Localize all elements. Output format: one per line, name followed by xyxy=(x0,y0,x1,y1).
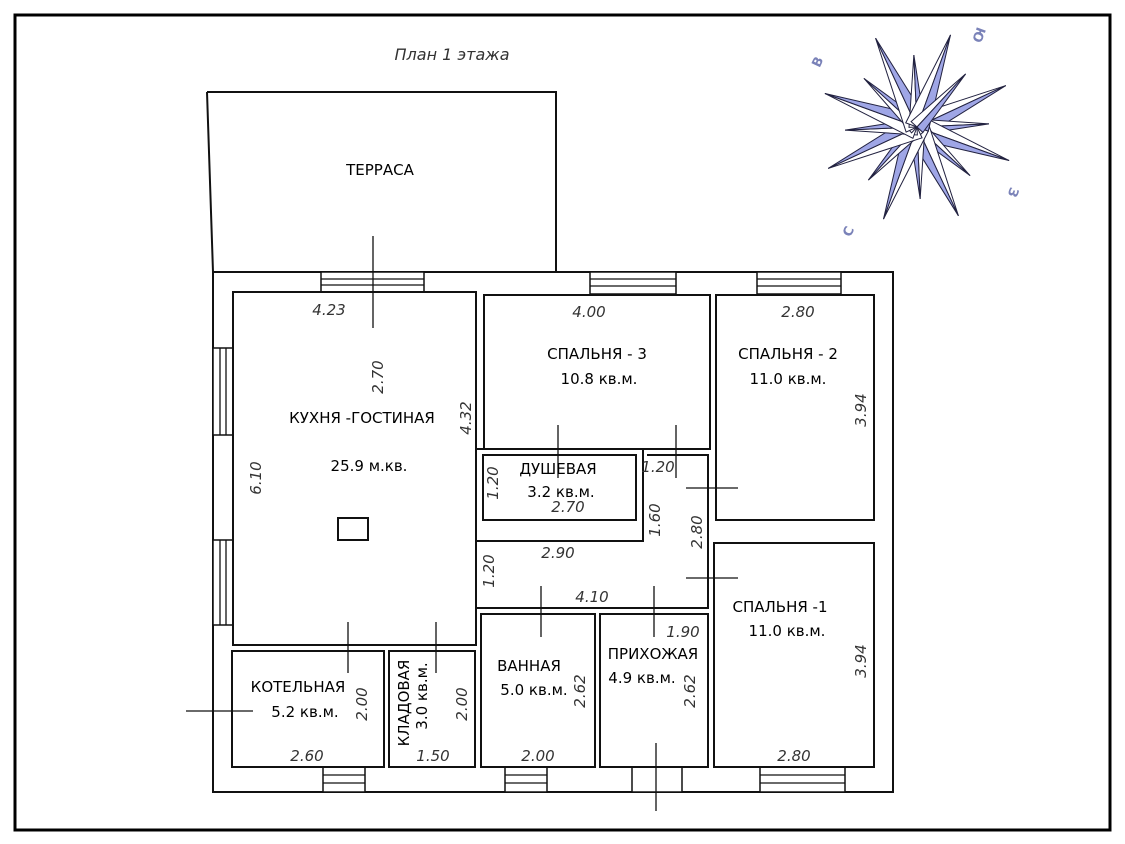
window xyxy=(589,271,677,295)
kitchen-stove xyxy=(337,517,369,541)
window xyxy=(504,766,548,793)
section-lines xyxy=(186,236,738,811)
bathroom-area: 5.0 кв.м. xyxy=(500,681,567,699)
boiler-label: КОТЕЛЬНАЯ xyxy=(251,678,346,696)
dim-label: 2.90 xyxy=(541,544,574,562)
bedroom1-area: 11.0 кв.м. xyxy=(749,622,826,640)
dim-label: 2.80 xyxy=(781,303,814,321)
compass-east-label: В xyxy=(810,55,828,70)
bedroom1-label: СПАЛЬНЯ -1 xyxy=(732,598,827,616)
boiler-outline xyxy=(231,650,385,768)
window xyxy=(756,271,842,295)
dim-label: 2.70 xyxy=(551,498,584,516)
dim-label: 4.23 xyxy=(312,301,345,319)
entrance-door xyxy=(631,766,683,793)
dim-label: 1.60 xyxy=(646,503,664,536)
dim-label: 1.20 xyxy=(480,554,498,587)
plan-title: План 1 этажа xyxy=(395,45,510,64)
bedroom1-outline xyxy=(713,542,875,768)
dim-label: 2.80 xyxy=(777,747,810,765)
compass-rose-icon xyxy=(824,34,1010,220)
hallway-area: 4.9 кв.м. xyxy=(608,669,675,687)
kitchen-outline xyxy=(232,291,477,646)
corridor-outline xyxy=(476,454,709,609)
bedroom2-outline xyxy=(715,294,875,521)
compass-north-label: С xyxy=(840,224,858,239)
bedroom2-area: 11.0 кв.м. xyxy=(750,370,827,388)
dim-label: 2.62 xyxy=(571,674,589,707)
compass-ray xyxy=(916,73,967,134)
dim-label: 3.94 xyxy=(852,393,870,426)
dim-label: 2.80 xyxy=(688,515,706,548)
window xyxy=(322,766,366,793)
dimension-labels: 4.23 2.70 4.32 6.10 4.00 2.80 3.94 1.20 … xyxy=(247,301,870,765)
dim-label: 1.50 xyxy=(416,747,449,765)
dim-label: 6.10 xyxy=(247,461,265,494)
page-frame xyxy=(13,13,1112,832)
dim-label: 2.00 xyxy=(521,747,554,765)
dim-label: 3.94 xyxy=(852,644,870,677)
pantry-area: 3.0 кв.м. xyxy=(413,662,431,729)
kitchen-label: КУХНЯ -ГОСТИНАЯ xyxy=(289,409,435,427)
compass-west-label: З xyxy=(1004,185,1021,199)
dim-label: 2.00 xyxy=(453,687,471,720)
terrace-outline xyxy=(206,91,557,273)
window xyxy=(212,539,234,626)
bedroom2-label: СПАЛЬНЯ - 2 xyxy=(738,345,838,363)
shower-label: ДУШЕВАЯ xyxy=(519,460,596,478)
bedroom3-area: 10.8 кв.м. xyxy=(561,370,638,388)
boiler-area: 5.2 кв.м. xyxy=(271,703,338,721)
dim-label: 4.32 xyxy=(457,401,475,434)
dim-label: 2.62 xyxy=(681,674,699,707)
shower-outline xyxy=(482,454,637,521)
bedroom3-label: СПАЛЬНЯ - 3 xyxy=(547,345,647,363)
pantry-outline xyxy=(388,650,476,768)
window xyxy=(759,766,846,793)
window xyxy=(212,347,234,436)
dim-label: 1.90 xyxy=(666,623,699,641)
dim-label: 2.70 xyxy=(369,360,387,393)
dim-label: 1.20 xyxy=(641,458,674,476)
dim-label: 4.10 xyxy=(575,588,608,606)
dim-label: 4.00 xyxy=(572,303,605,321)
hallway-label: ПРИХОЖАЯ xyxy=(608,645,698,663)
terrace-label: ТЕРРАСА xyxy=(345,161,414,179)
bathroom-label: ВАННАЯ xyxy=(497,657,561,675)
dim-label: 1.20 xyxy=(484,466,502,499)
shower-area: 3.2 кв.м. xyxy=(527,483,594,501)
exterior-wall xyxy=(212,271,894,793)
pantry-label: КЛАДОВАЯ xyxy=(395,660,413,747)
shower-enclosure xyxy=(476,448,644,542)
dim-label: 2.00 xyxy=(353,687,371,720)
kitchen-area: 25.9 м.кв. xyxy=(331,457,408,475)
compass-south-label: Ю xyxy=(968,25,987,44)
dim-label: 2.60 xyxy=(290,747,323,765)
bathroom-outline xyxy=(480,613,596,768)
